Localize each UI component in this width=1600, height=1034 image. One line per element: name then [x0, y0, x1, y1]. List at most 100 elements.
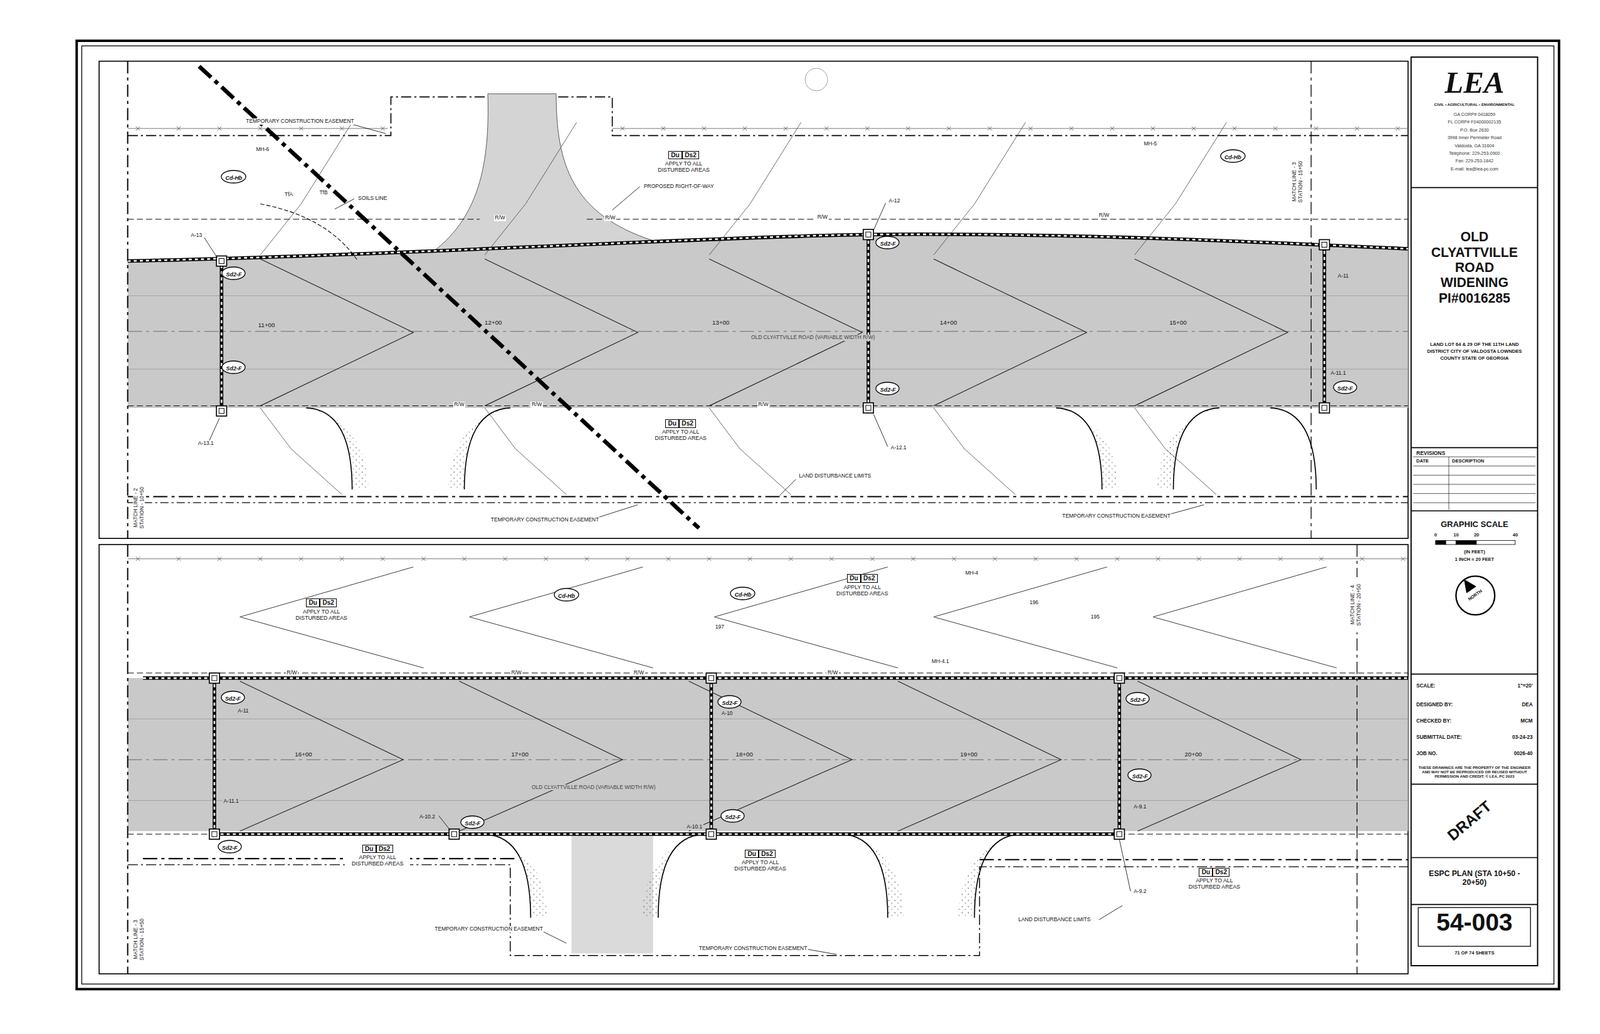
inlet-protection — [209, 673, 220, 684]
leader-line — [1119, 839, 1131, 892]
contour-line — [933, 567, 1118, 669]
contour-line — [709, 408, 791, 495]
title-block-text: SUBMITTAL DATE: — [1416, 734, 1463, 741]
fence-mark — [217, 126, 222, 132]
plan-label: TfA — [283, 191, 294, 199]
silt-fence — [220, 258, 224, 411]
fence-mark — [661, 126, 666, 132]
curb-return — [974, 834, 1021, 918]
right-of-way-mark: R/W — [816, 214, 829, 221]
sheet-number-block: 54-00371 OF 74 SHEETS — [1413, 905, 1536, 965]
title-cell-line — [1411, 187, 1538, 189]
bmp-code-box: Ds2 — [376, 845, 394, 854]
centerline — [127, 759, 1409, 761]
bmp-note: APPLY TO ALL DISTURBED AREAS — [344, 854, 411, 868]
fence-mark — [339, 556, 345, 562]
fence-mark — [788, 556, 794, 562]
sheet-border — [81, 45, 1554, 985]
right-of-way-line — [127, 672, 1409, 674]
bmp-callout: DuDs2APPLY TO ALL DISTURBED AREAS — [344, 845, 411, 868]
slope-chevron — [689, 681, 853, 832]
title-block-text: CIVIL • AGRICULTURAL • ENVIRONMENTAL — [1434, 102, 1515, 107]
curb-return — [1055, 408, 1102, 490]
title-block-text: 40 — [1512, 532, 1518, 539]
plan-label: A-9.2 — [1132, 889, 1148, 896]
plan-label: A-12.1 — [889, 445, 908, 452]
lane-line — [127, 295, 1409, 296]
fence-mark — [702, 126, 707, 132]
inlet-protection — [708, 831, 714, 837]
title-block-text: DATE — [1416, 458, 1429, 465]
curb-return — [842, 834, 888, 918]
right-of-way-mark: R/W — [285, 670, 299, 677]
graphic-scale-block: GRAPHIC SCALE0102040(IN FEET)1 INCH = 20… — [1413, 512, 1536, 675]
bmp-symbol: Sd2-F — [1332, 380, 1358, 395]
station-number: 14+00 — [938, 319, 958, 327]
soils-line — [260, 203, 358, 260]
bmp-oval-outline — [875, 236, 900, 249]
fence-mark — [136, 556, 141, 562]
title-block-text: SCALE: — [1416, 683, 1436, 690]
fence-mark — [910, 556, 916, 562]
fence-mark — [1074, 556, 1079, 562]
bmp-note: APPLY TO ALL DISTURBED AREAS — [648, 428, 714, 442]
fence-mark — [620, 126, 626, 132]
bmp-oval-outline — [460, 816, 485, 829]
driveway-stipple — [448, 408, 511, 490]
title-block-text: LAND LOT 64 & 29 OF THE 11TH LAND DISTRI… — [1421, 341, 1528, 362]
bmp-symbol: Sd2-F — [720, 809, 745, 824]
title-block-text: GA CORP# 0418059 — [1453, 112, 1496, 118]
plan-label: LAND DISTURBANCE LIMITS — [1017, 917, 1092, 924]
fence-mark — [1191, 126, 1197, 132]
contour-line — [240, 567, 424, 669]
fence-mark — [1028, 126, 1033, 132]
curb-return — [305, 408, 352, 490]
contour-line — [714, 567, 898, 669]
bmp-code: Sd2-F — [724, 814, 741, 821]
bmp-code-box: Du — [1198, 868, 1213, 878]
bmp-oval-outline — [1127, 769, 1152, 782]
leader-line — [612, 186, 641, 211]
land-disturbance-line — [127, 495, 1409, 498]
fence-mark — [584, 556, 590, 562]
contour-line — [1152, 567, 1337, 669]
bmp-code-box: Ds2 — [319, 598, 337, 608]
curb-return — [1173, 408, 1220, 490]
plan-label: A-11 — [236, 708, 250, 715]
fence-mark — [707, 556, 712, 562]
fence-mark — [747, 556, 753, 562]
fence-mark — [380, 556, 385, 562]
inlet-protection — [1319, 239, 1330, 250]
revision-column-line — [1448, 457, 1449, 511]
curb-return — [658, 834, 705, 918]
title-block-text: 0 — [1434, 532, 1437, 539]
bmp-code: Sd2-F — [880, 240, 896, 248]
silt-fence — [866, 234, 871, 409]
bmp-code: Sd2-F — [226, 271, 243, 278]
bmp-code: Cd-Hb — [734, 591, 752, 599]
bmp-note: APPLY TO ALL DISTURBED AREAS — [727, 859, 794, 873]
inlet-protection — [865, 231, 871, 237]
fence-mark — [1156, 556, 1161, 562]
fence-mark — [865, 126, 870, 132]
tree-symbol — [805, 68, 828, 91]
title-block-text: FL CORP# F04000002135 — [1447, 119, 1501, 125]
title-cell-line — [1411, 673, 1538, 676]
slope-chevron — [1137, 681, 1301, 832]
fence-mark — [1278, 556, 1283, 562]
bmp-code-box: Du — [305, 598, 320, 608]
title-block-text: DESIGNED BY: — [1416, 702, 1453, 708]
fence-mark — [421, 556, 426, 562]
sheet-title-block: ESPC PLAN (STA 10+50 - 20+50) — [1413, 858, 1536, 905]
revisions-table: REVISIONSDATEDESCRIPTION — [1413, 448, 1536, 511]
station-number: 15+00 — [1168, 319, 1189, 327]
title-block-text: 1"=20' — [1517, 683, 1533, 690]
bmp-oval-outline — [721, 810, 745, 823]
fence-mark — [1354, 126, 1360, 132]
slope-chevron — [484, 258, 638, 406]
silt-fence — [213, 678, 216, 835]
fence-line — [612, 128, 1409, 130]
slope-chevron — [933, 258, 1087, 406]
title-block — [1411, 57, 1538, 967]
